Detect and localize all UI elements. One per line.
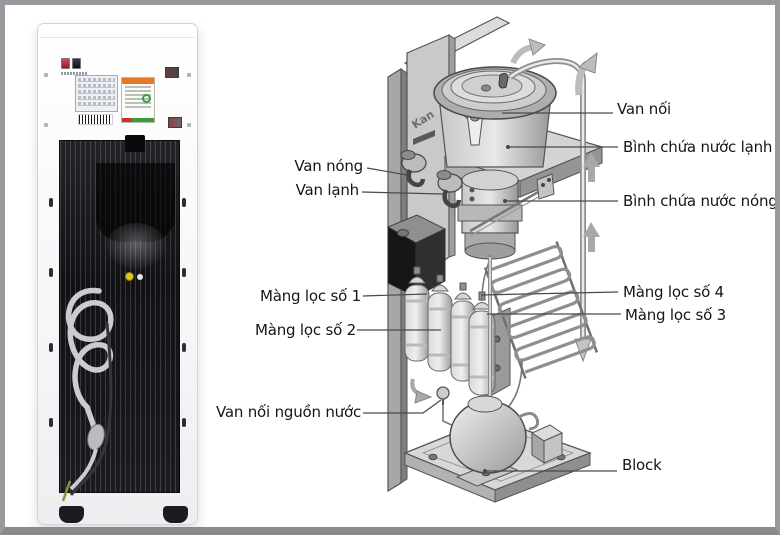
leader-lines [357,112,621,472]
flow-arrow-mid-1 [583,152,600,182]
brand-bar [413,130,435,145]
power-switch-black [72,58,81,69]
switch-caption-text [61,72,88,75]
label-van-noi-nguon-nuoc: Van nối nguồn nước [215,403,361,421]
power-switch-red [61,58,70,69]
compressor-top-cap [467,395,503,413]
energy-label-sticker [121,77,155,123]
inlet-arrow-head [414,390,433,404]
base-hole [428,453,438,461]
label-mang-loc-so-4: Màng lọc số 4 [623,283,724,301]
hot-tank-top [461,169,519,191]
control-box-hole [397,229,409,237]
label-binh-chua-nuoc-lanh: Bình chứa nước lạnh [623,138,773,156]
lid-fitting-van-noi [498,73,509,89]
label-van-noi: Van nối [617,100,672,118]
label-binh-chua-nuoc-nong: Bình chứa nước nóng [623,192,778,210]
lid-hole [481,84,491,92]
barcode [78,114,113,125]
compressor-pipe [518,412,540,431]
warranty-sticker [168,117,182,128]
base-plate-front-right [494,452,591,503]
condenser-panel [96,163,175,242]
tank-silhouette [106,223,166,269]
dispenser-rear-photo [37,23,198,525]
foot-right [163,506,188,523]
label-mang-loc-so-3: Màng lọc số 3 [625,306,726,324]
screw [187,73,191,77]
flow-arrow-mid-2 [583,222,600,252]
label-van-lanh: Van lạnh [295,181,360,199]
spec-label-sticker [75,75,118,112]
label-van-nong: Van nóng [294,157,363,175]
hot-tap-van-nong [400,150,427,188]
flow-arrow-upper-right [575,51,598,96]
inlet-valve [436,386,450,400]
certification-logo [142,94,151,103]
flow-arrow-top-curved [510,38,546,65]
cutaway-diagram: Kan [357,16,621,503]
label-block: Block [622,456,662,474]
cabinet-top-edge [41,37,194,38]
mount-rod [469,189,541,233]
filter-cartridge-2 [427,274,453,372]
label-mang-loc-so-2: Màng lọc số 2 [255,321,356,339]
foot-left [59,506,84,523]
drain-cap-white [137,274,143,280]
screw [44,73,48,77]
screw [187,123,191,127]
filter-cartridge-1 [404,266,430,362]
drain-cap-yellow [125,272,134,281]
screw [44,123,48,127]
serial-sticker [165,67,179,78]
compressor-junction-cube [530,424,564,464]
label-mang-loc-so-1: Màng lọc số 1 [260,287,361,305]
cold-tap-van-lanh [436,170,463,209]
junction-box [125,135,145,152]
condenser-grille [59,140,180,493]
